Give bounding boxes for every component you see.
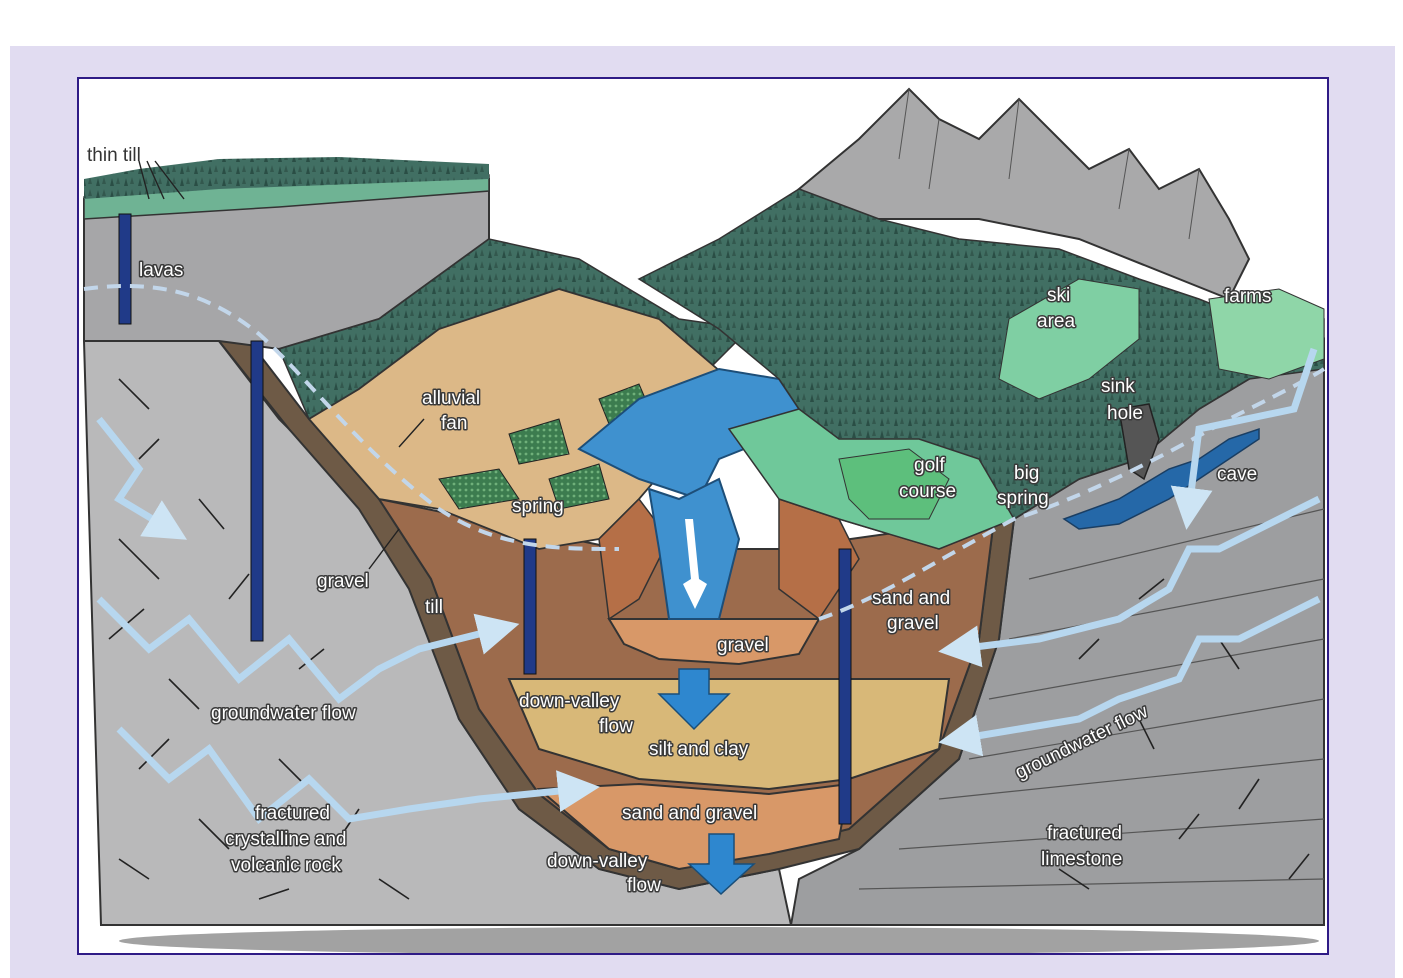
label-ski-area: ski area xyxy=(1037,285,1076,332)
label-down-valley-flow-lower: down-valley flow xyxy=(547,851,661,896)
plateau-forest xyxy=(84,157,489,199)
cave xyxy=(1062,427,1260,530)
leader-lines xyxy=(138,160,425,570)
label-thin-till: thin till xyxy=(87,145,141,166)
label-cave: cave xyxy=(1217,464,1257,485)
label-silt-and-clay: silt and clay xyxy=(649,739,749,760)
label-big-spring: big spring xyxy=(997,463,1049,509)
down-valley-arrow-upper xyxy=(657,668,731,731)
label-farms: farms xyxy=(1224,286,1272,307)
rock-fractures xyxy=(108,378,1310,900)
mountains xyxy=(797,87,1251,301)
label-lavas: lavas xyxy=(139,260,183,281)
block-shadow xyxy=(119,927,1319,953)
sink-hole xyxy=(1118,403,1160,481)
farms-patch xyxy=(1208,288,1325,380)
label-gravel-left: gravel xyxy=(317,571,369,592)
label-sand-and-gravel-lower: sand and gravel xyxy=(622,803,757,824)
label-alluvial-fan: alluvial fan xyxy=(422,388,485,434)
groundwater-diagram: thin till lavas alluvial fan spring grav… xyxy=(82,87,1326,953)
golf-course xyxy=(838,448,950,520)
water-table-line xyxy=(83,284,1326,621)
well-2 xyxy=(250,340,264,642)
label-golf-course: golf course xyxy=(899,455,956,502)
ski-area xyxy=(998,278,1140,400)
diagram-frame: thin till lavas alluvial fan spring grav… xyxy=(77,77,1329,955)
farm-fields xyxy=(438,383,655,510)
wells xyxy=(118,213,852,825)
limestone-layer-lines xyxy=(858,508,1325,890)
label-sand-and-gravel-right: sand and gravel xyxy=(872,588,955,634)
lower-sand-gravel xyxy=(536,782,851,871)
label-gravel-center: gravel xyxy=(717,635,769,656)
well-3 xyxy=(523,538,537,675)
label-till: till xyxy=(425,597,443,618)
label-down-valley-flow-upper: down-valley flow xyxy=(519,691,633,737)
mountain-ridges xyxy=(898,88,1200,240)
infiltration-arrow xyxy=(683,519,707,609)
label-sink-hole: sink hole xyxy=(1101,376,1143,424)
well-1 xyxy=(118,213,132,325)
down-valley-arrow-lower xyxy=(687,833,756,896)
label-groundwater-flow-left: groundwater flow xyxy=(211,703,356,724)
label-fractured-limestone: fractured limestone xyxy=(1041,823,1127,870)
label-fractured-crystalline: fractured crystalline and volcanic rock xyxy=(225,803,352,876)
label-spring: spring xyxy=(512,496,564,517)
well-4 xyxy=(838,548,852,825)
groundwater-flow-arrows xyxy=(96,347,1321,825)
